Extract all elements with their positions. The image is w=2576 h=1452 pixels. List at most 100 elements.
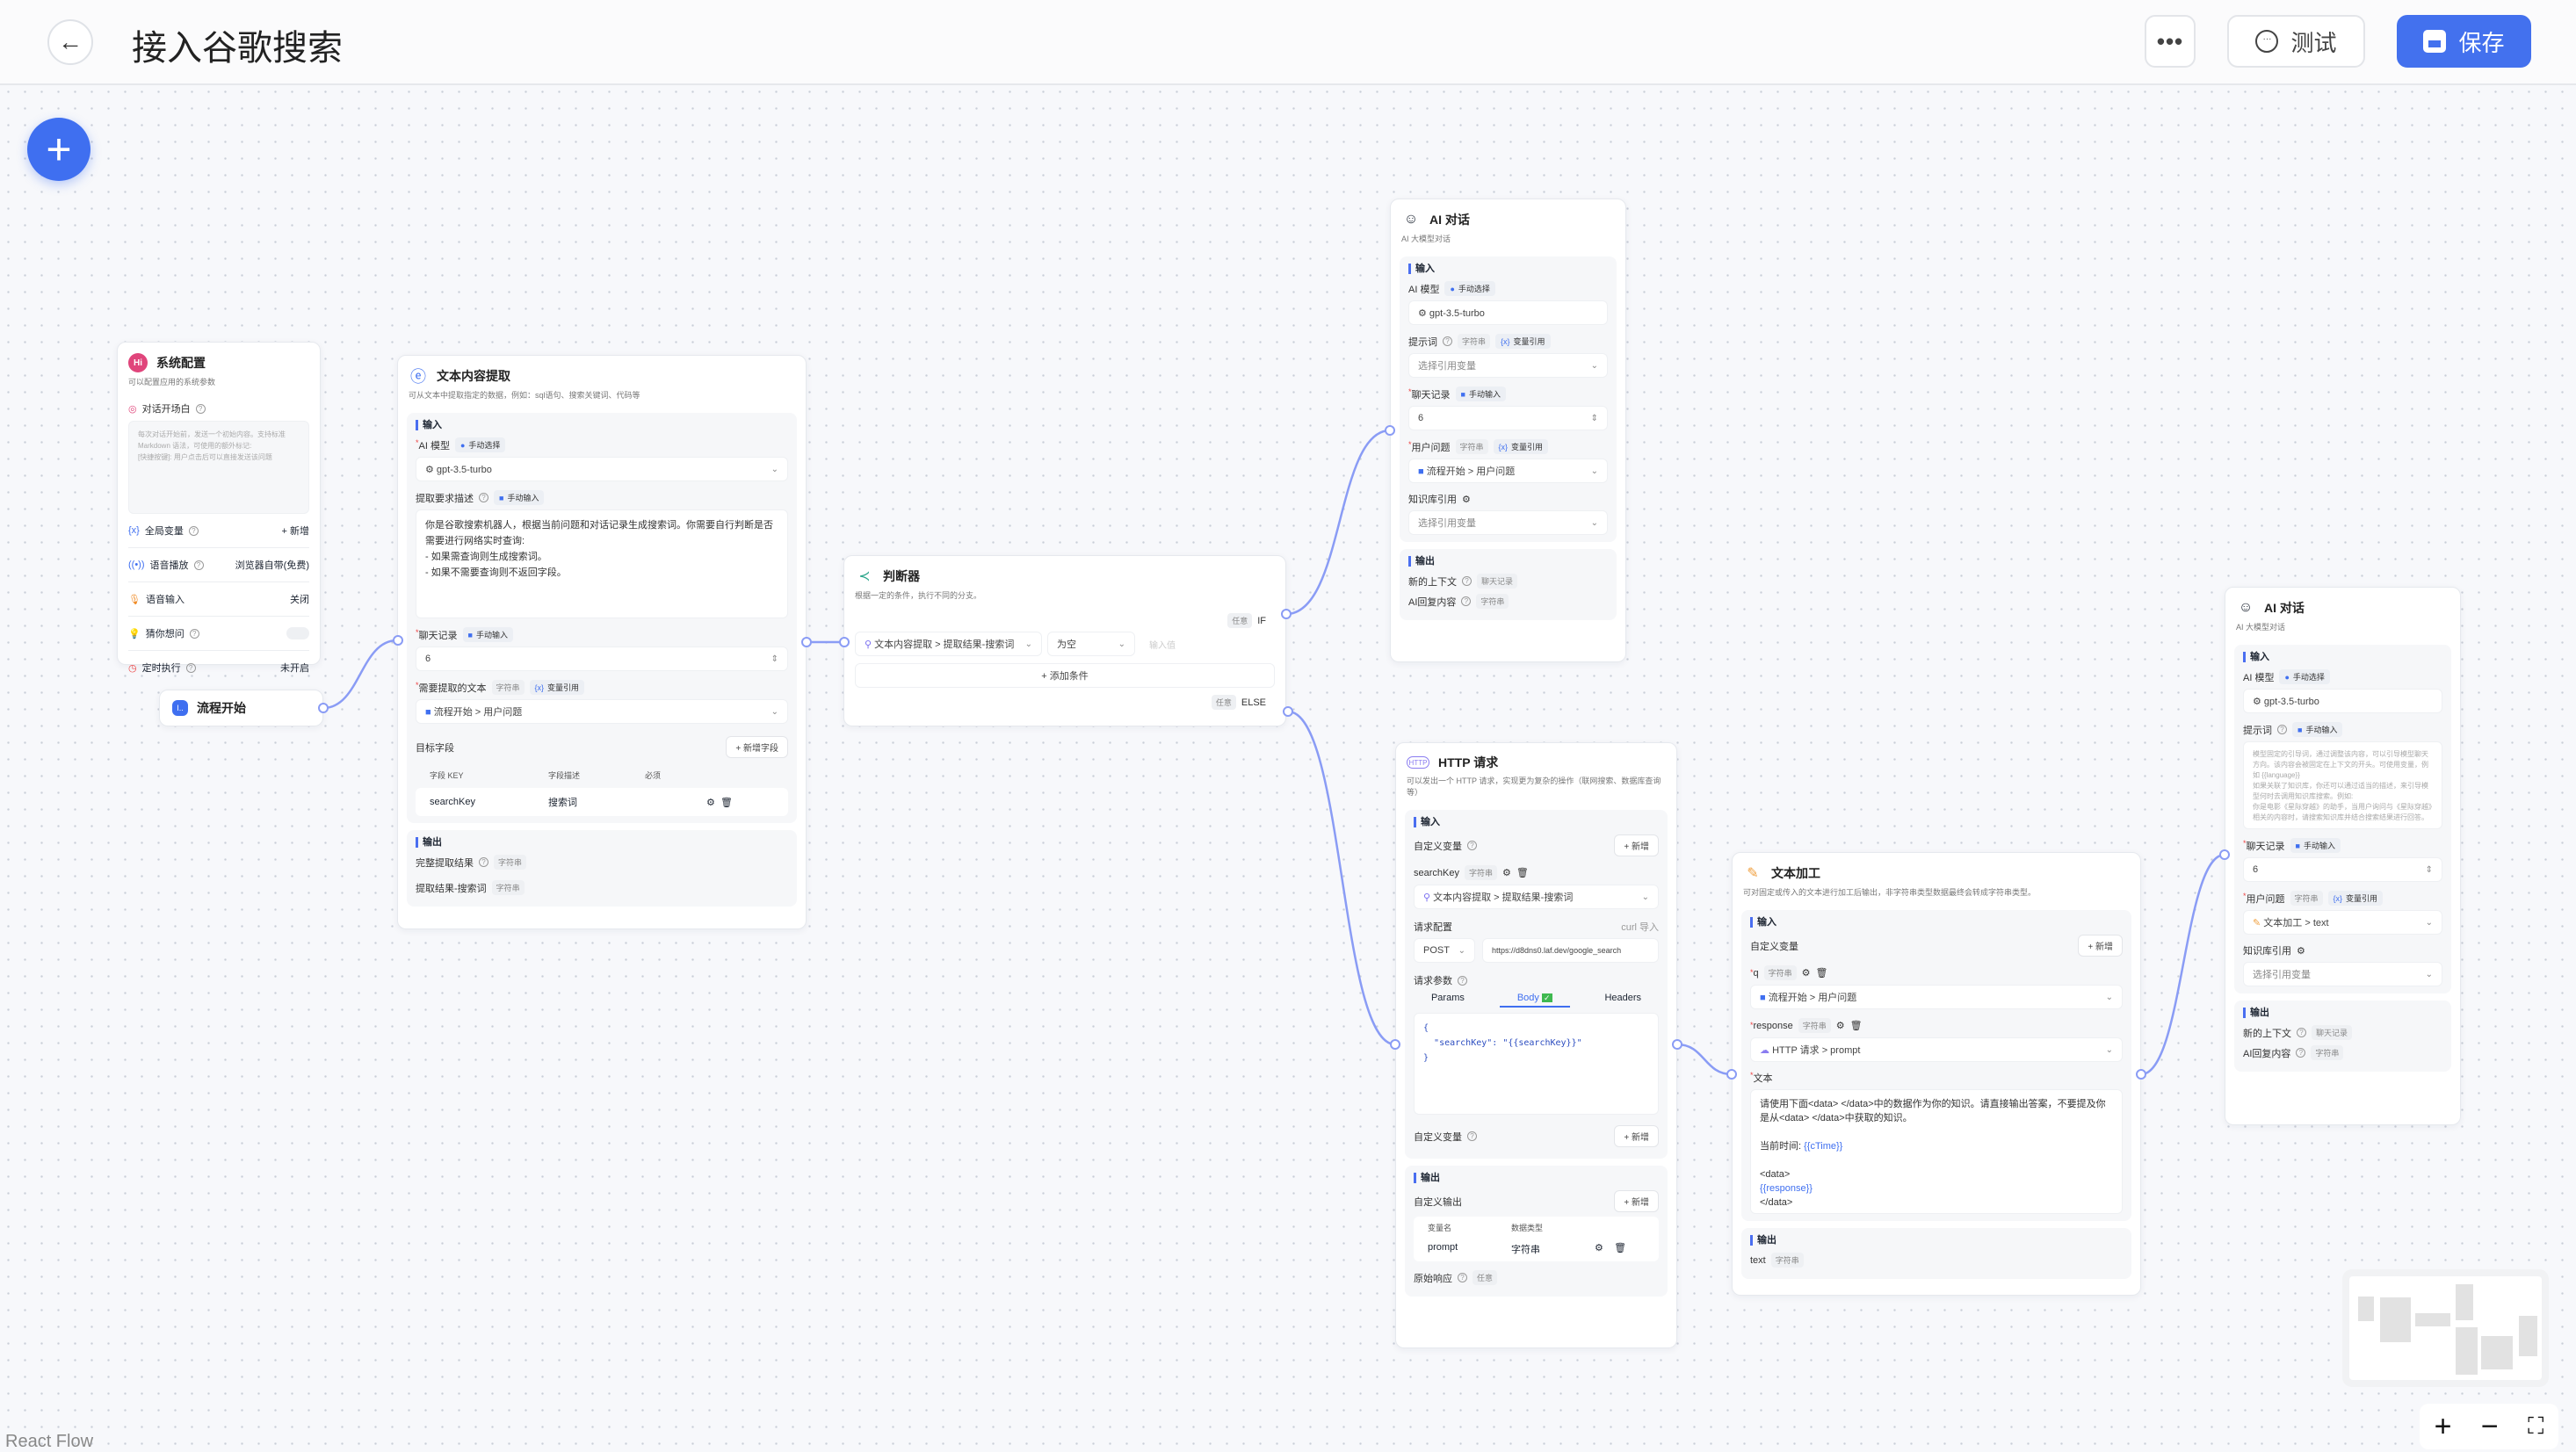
edge-judge-else-to-http <box>1287 710 1396 1046</box>
manual-input-tag[interactable]: ■手动输入 <box>462 627 513 642</box>
text-editor[interactable]: 请使用下面<data> </data>中的数据作为你的知识。请直接输出答案，不要… <box>1750 1089 2123 1214</box>
voice-input-row[interactable]: 🎙语音输入关闭 <box>128 582 309 617</box>
judge-else-handle[interactable] <box>1283 706 1293 717</box>
var-ref-tag[interactable]: {x}变量引用 <box>1493 439 1549 454</box>
add-var-button[interactable]: + 新增 <box>2078 935 2123 957</box>
curl-import-button[interactable]: curl 导入 <box>1621 922 1659 933</box>
stepper-arrows-icon[interactable]: ⇕ <box>771 654 778 664</box>
node-text-process[interactable]: ✎文本加工 可对固定或传入的文本进行加工后输出，非字符串类型数据最终会转成字符串… <box>1732 852 2141 1296</box>
chevron-down-icon: ⌄ <box>1590 517 1598 528</box>
tts-row[interactable]: ((•))语音播放?浏览器自带(免费) <box>128 548 309 582</box>
judge-if-handle[interactable] <box>1281 609 1292 619</box>
react-flow-attribution[interactable]: React Flow <box>5 1432 94 1451</box>
more-button[interactable]: ••• <box>2145 15 2196 68</box>
model-select[interactable]: ⚙ gpt-3.5-turbo⌄ <box>416 457 788 481</box>
body-editor[interactable]: { "searchKey": "{{searchKey}}" } <box>1414 1013 1659 1115</box>
schedule-row[interactable]: ◷定时执行?未开启 <box>128 651 309 684</box>
stepper-arrows-icon[interactable]: ⇕ <box>1590 413 1598 423</box>
manual-input-tag[interactable]: ■手动输入 <box>494 490 545 505</box>
trash-icon[interactable]: 🗑 <box>1815 968 1828 979</box>
node-ai-chat-1[interactable]: ☺AI 对话 AI 大模型对话 输入 AI 模型●手动选择 ⚙ gpt-3.5-… <box>1390 199 1626 662</box>
textproc-output-handle[interactable] <box>2136 1069 2146 1080</box>
var-ref-select[interactable]: ⚲ 文本内容提取 > 提取结果-搜索词⌄ <box>1414 885 1659 909</box>
add-var-button[interactable]: + 新增 <box>1614 834 1659 856</box>
question-select[interactable]: ■ 流程开始 > 用户问题⌄ <box>1408 459 1608 483</box>
tab-headers[interactable]: Headers <box>1604 993 1642 1003</box>
save-button[interactable]: 保存 <box>2397 15 2531 68</box>
http-output-handle[interactable] <box>1672 1039 1682 1050</box>
textproc-input-handle[interactable] <box>1726 1069 1737 1080</box>
extract-output-handle[interactable] <box>801 637 812 647</box>
add-condition-button[interactable]: + 添加条件 <box>855 663 1275 688</box>
http-input-handle[interactable] <box>1390 1039 1400 1050</box>
manual-input-tag[interactable]: ■手动输入 <box>1455 386 1506 401</box>
trash-icon[interactable]: 🗑 <box>720 797 733 808</box>
condition-operator-select[interactable]: 为空⌄ <box>1047 632 1135 656</box>
history-stepper[interactable]: 6⇕ <box>416 647 788 671</box>
model-select[interactable]: ⚙ gpt-3.5-turbo <box>1408 300 1608 325</box>
trash-icon[interactable]: 🗑 <box>1614 1243 1627 1253</box>
help-icon: ? <box>1462 576 1472 586</box>
manual-select-tag[interactable]: ●手动选择 <box>2279 669 2330 684</box>
kb-select[interactable]: 选择引用变量⌄ <box>2243 962 2442 986</box>
welcome-textarea[interactable]: 每次对话开始前，发送一个初始内容。支持标准 Markdown 语法，可使用的额外… <box>128 421 309 514</box>
node-ai-chat-2[interactable]: ☺AI 对话 AI 大模型对话 输入 AI 模型●手动选择 ⚙ gpt-3.5-… <box>2225 587 2461 1125</box>
gear-icon[interactable]: ⚙ <box>2297 945 2305 957</box>
history-stepper[interactable]: 6⇕ <box>2243 857 2442 882</box>
gear-icon[interactable]: ⚙ <box>1595 1243 1603 1253</box>
url-input[interactable]: https://d8dns0.laf.dev/google_search <box>1482 938 1659 963</box>
manual-input-tag[interactable]: ■手动输入 <box>2290 838 2341 853</box>
guess-toggle[interactable] <box>286 627 309 639</box>
var-ref-select[interactable]: ■ 流程开始 > 用户问题⌄ <box>1750 985 2123 1009</box>
tab-params[interactable]: Params <box>1430 993 1465 1003</box>
tab-body[interactable]: Body ✓ <box>1499 993 1570 1008</box>
history-stepper[interactable]: 6⇕ <box>1408 406 1608 430</box>
add-output-button[interactable]: + 新增 <box>1614 1190 1659 1212</box>
var-ref-tag[interactable]: {x}变量引用 <box>2327 891 2384 906</box>
var-ref-select[interactable]: ☁ HTTP 请求 > prompt⌄ <box>1750 1037 2123 1062</box>
desc-textarea[interactable]: 你是谷歌搜索机器人，根据当前问题和对话记录生成搜索词。你需要自行判断是否需要进行… <box>416 509 788 618</box>
gear-icon[interactable]: ⚙ <box>706 797 715 808</box>
ai1-input-handle[interactable] <box>1385 425 1395 436</box>
judge-input-handle[interactable] <box>839 637 850 647</box>
method-select[interactable]: POST⌄ <box>1414 938 1475 963</box>
zoom-in-icon[interactable]: + <box>2434 1409 2452 1443</box>
stepper-arrows-icon[interactable]: ⇕ <box>2425 864 2433 875</box>
kb-select[interactable]: 选择引用变量⌄ <box>1408 510 1608 535</box>
ai2-input-handle[interactable] <box>2219 849 2230 860</box>
add-field-button[interactable]: + 新增字段 <box>726 736 788 758</box>
add-var-button[interactable]: + 新增 <box>1614 1125 1659 1147</box>
trash-icon[interactable]: 🗑 <box>1849 1021 1863 1031</box>
manual-select-tag[interactable]: ●手动选择 <box>1444 281 1495 296</box>
prompt-textarea[interactable]: 模型固定的引导词，通过调整该内容，可以引导模型聊天方向。该内容会被固定在上下文的… <box>2243 741 2442 829</box>
text-ref-select[interactable]: ■ 流程开始 > 用户问题⌄ <box>416 699 788 724</box>
flow-start-output-handle[interactable] <box>318 703 329 713</box>
add-global-var-button[interactable]: + 新增 <box>281 526 309 537</box>
gear-icon[interactable]: ⚙ <box>1835 1021 1845 1031</box>
prompt-select[interactable]: 选择引用变量⌄ <box>1408 353 1608 378</box>
extract-input-handle[interactable] <box>393 635 403 646</box>
manual-select-tag[interactable]: ●手动选择 <box>454 437 506 452</box>
trash-icon[interactable]: 🗑 <box>1516 868 1529 878</box>
minimap[interactable] <box>2349 1276 2542 1380</box>
gear-icon[interactable]: ⚙ <box>1801 968 1811 979</box>
node-flow-start[interactable]: I.. 流程开始 <box>159 690 323 726</box>
var-ref-tag[interactable]: {x}变量引用 <box>529 680 585 695</box>
model-select[interactable]: ⚙ gpt-3.5-turbo <box>2243 689 2442 713</box>
manual-input-tag[interactable]: ■手动输入 <box>2292 722 2343 737</box>
question-select[interactable]: ✎ 文本加工 > text⌄ <box>2243 910 2442 935</box>
gear-icon[interactable]: ⚙ <box>1462 494 1471 505</box>
condition-value-input[interactable]: 输入值 <box>1149 640 1176 651</box>
test-button[interactable]: ···测试 <box>2227 15 2365 68</box>
fit-view-icon[interactable]: ⛶ <box>2528 1412 2544 1439</box>
back-button[interactable]: ← <box>47 19 93 65</box>
condition-variable-select[interactable]: ⚲ 文本内容提取 > 提取结果-搜索词⌄ <box>855 632 1042 656</box>
var-ref-tag[interactable]: {x}变量引用 <box>1495 334 1551 349</box>
zoom-out-icon[interactable]: − <box>2480 1409 2499 1443</box>
add-node-button[interactable]: + <box>27 118 90 181</box>
gear-icon[interactable]: ⚙ <box>1502 868 1511 878</box>
